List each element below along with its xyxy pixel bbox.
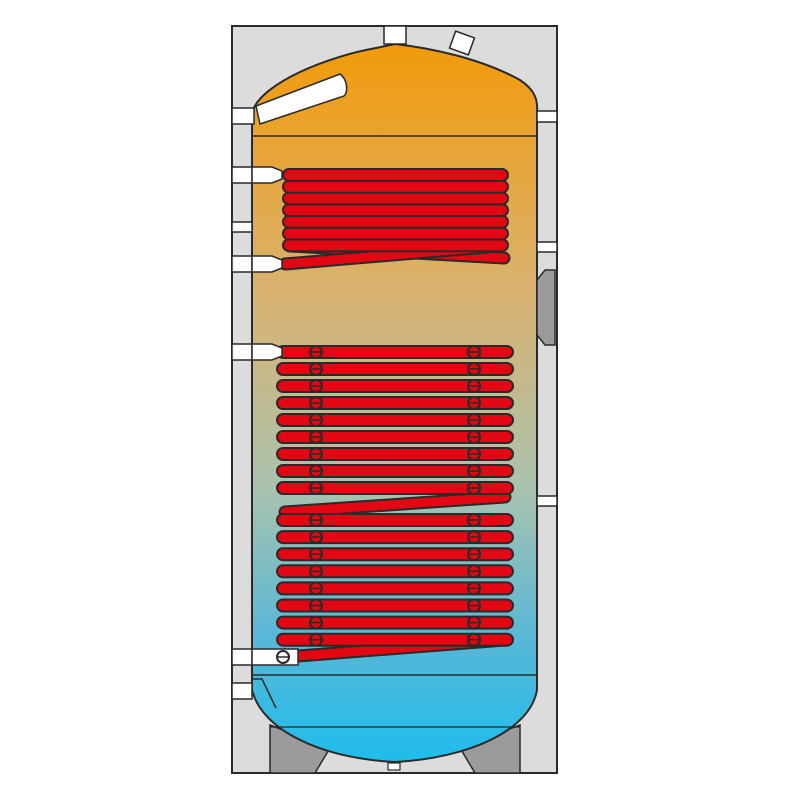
lower-coil-turn xyxy=(276,379,514,393)
cold-inlet-deflector xyxy=(252,678,277,709)
lower-coil-turn xyxy=(276,447,514,461)
left-bottom-connector xyxy=(231,682,253,700)
lower-coil-turn xyxy=(276,362,514,376)
upper-coil-inlet xyxy=(251,166,283,184)
upper-coil-outlet xyxy=(251,255,283,273)
right-top-connector xyxy=(536,110,558,123)
lower-coil-turn xyxy=(276,481,514,495)
lower-coil-inlet-outer xyxy=(231,343,253,361)
lower-coil-turn xyxy=(276,396,514,410)
upper-coil-turn xyxy=(282,168,509,182)
hot-water-outlet-pipe xyxy=(255,73,348,125)
upper-coil-turn xyxy=(282,191,509,206)
left-top-connector xyxy=(231,107,255,125)
lower-coil-turn xyxy=(276,413,514,427)
upper-coil-inlet-outer xyxy=(231,166,253,184)
lower-coil-turn xyxy=(276,598,514,613)
upper-coil-turn xyxy=(282,226,509,241)
right-sensor-port xyxy=(536,241,558,253)
lower-coil-turn xyxy=(276,564,514,579)
lower-coil-inlet xyxy=(251,343,283,361)
upper-coil-turn xyxy=(282,203,509,218)
lower-coil-turn xyxy=(276,464,514,478)
bottom-drain xyxy=(387,762,401,771)
top-connector xyxy=(383,25,407,45)
heat-exchanger-coils xyxy=(231,166,514,666)
upper-coil-turn xyxy=(282,214,509,229)
right-sensor-port-low xyxy=(536,495,558,507)
lower-coil-turn xyxy=(276,632,514,647)
upper-coil-turn xyxy=(282,238,509,253)
inspection-flange xyxy=(536,269,556,346)
lower-coil-turn xyxy=(276,581,514,596)
lower-coil-transition xyxy=(280,492,510,517)
lower-coil-turn xyxy=(276,530,514,545)
upper-coil-turn xyxy=(282,179,509,194)
lower-coil-turn xyxy=(276,513,514,527)
lower-coil-turn xyxy=(276,430,514,444)
upper-coil-outlet-outer xyxy=(231,255,253,273)
lower-coil-outlet-outer xyxy=(231,648,253,666)
anode-connector xyxy=(448,30,476,56)
left-sensor-port xyxy=(231,221,253,233)
lower-coil-outlet xyxy=(251,648,299,666)
lower-coil-turn xyxy=(276,615,514,630)
lower-coil-turn xyxy=(276,547,514,562)
